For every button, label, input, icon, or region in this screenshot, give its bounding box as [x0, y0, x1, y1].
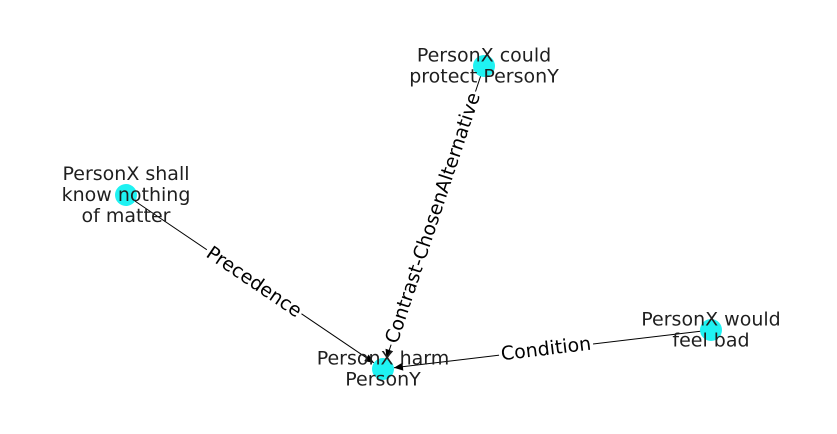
- node-label-line: PersonY: [345, 369, 421, 391]
- arrow-head-e_cond: [393, 362, 404, 371]
- node-n_feel: [700, 319, 722, 341]
- edge-label-text: Condition: [500, 333, 593, 366]
- node-label-line: protect PersonY: [409, 66, 559, 88]
- edges-layer: [125, 65, 712, 371]
- edge-label-text: Contrast-ChosenAlternative: [381, 90, 485, 346]
- node-label-line: PersonX harm: [317, 348, 450, 370]
- edge-label-text: Precedence: [202, 242, 306, 322]
- node-n_know: [115, 184, 137, 206]
- arrow-head-e_alt: [385, 348, 394, 359]
- edge-label-background: [201, 241, 307, 323]
- edge-labels-layer: Contrast-ChosenAlternativePrecedenceCond…: [201, 88, 595, 366]
- node-n_harm: [372, 358, 394, 380]
- edge-label-e_cond: Condition: [497, 333, 595, 366]
- arrow-head-e_prec: [364, 354, 374, 363]
- node-label-line: PersonX shall: [62, 163, 189, 185]
- nodes-layer: [115, 55, 722, 380]
- edge-label-background: [497, 333, 595, 365]
- edge-label-e_prec: Precedence: [201, 241, 307, 323]
- edge-label-e_alt: Contrast-ChosenAlternative: [381, 88, 485, 348]
- node-label-line: feel bad: [672, 330, 749, 352]
- node-label-line: know nothing: [62, 184, 191, 206]
- node-n_protect: [473, 55, 495, 77]
- edge-label-background: [381, 88, 485, 348]
- node-label-line: PersonX could: [417, 45, 551, 67]
- node-label-line: PersonX would: [641, 309, 780, 331]
- node-label-line: of matter: [82, 205, 171, 227]
